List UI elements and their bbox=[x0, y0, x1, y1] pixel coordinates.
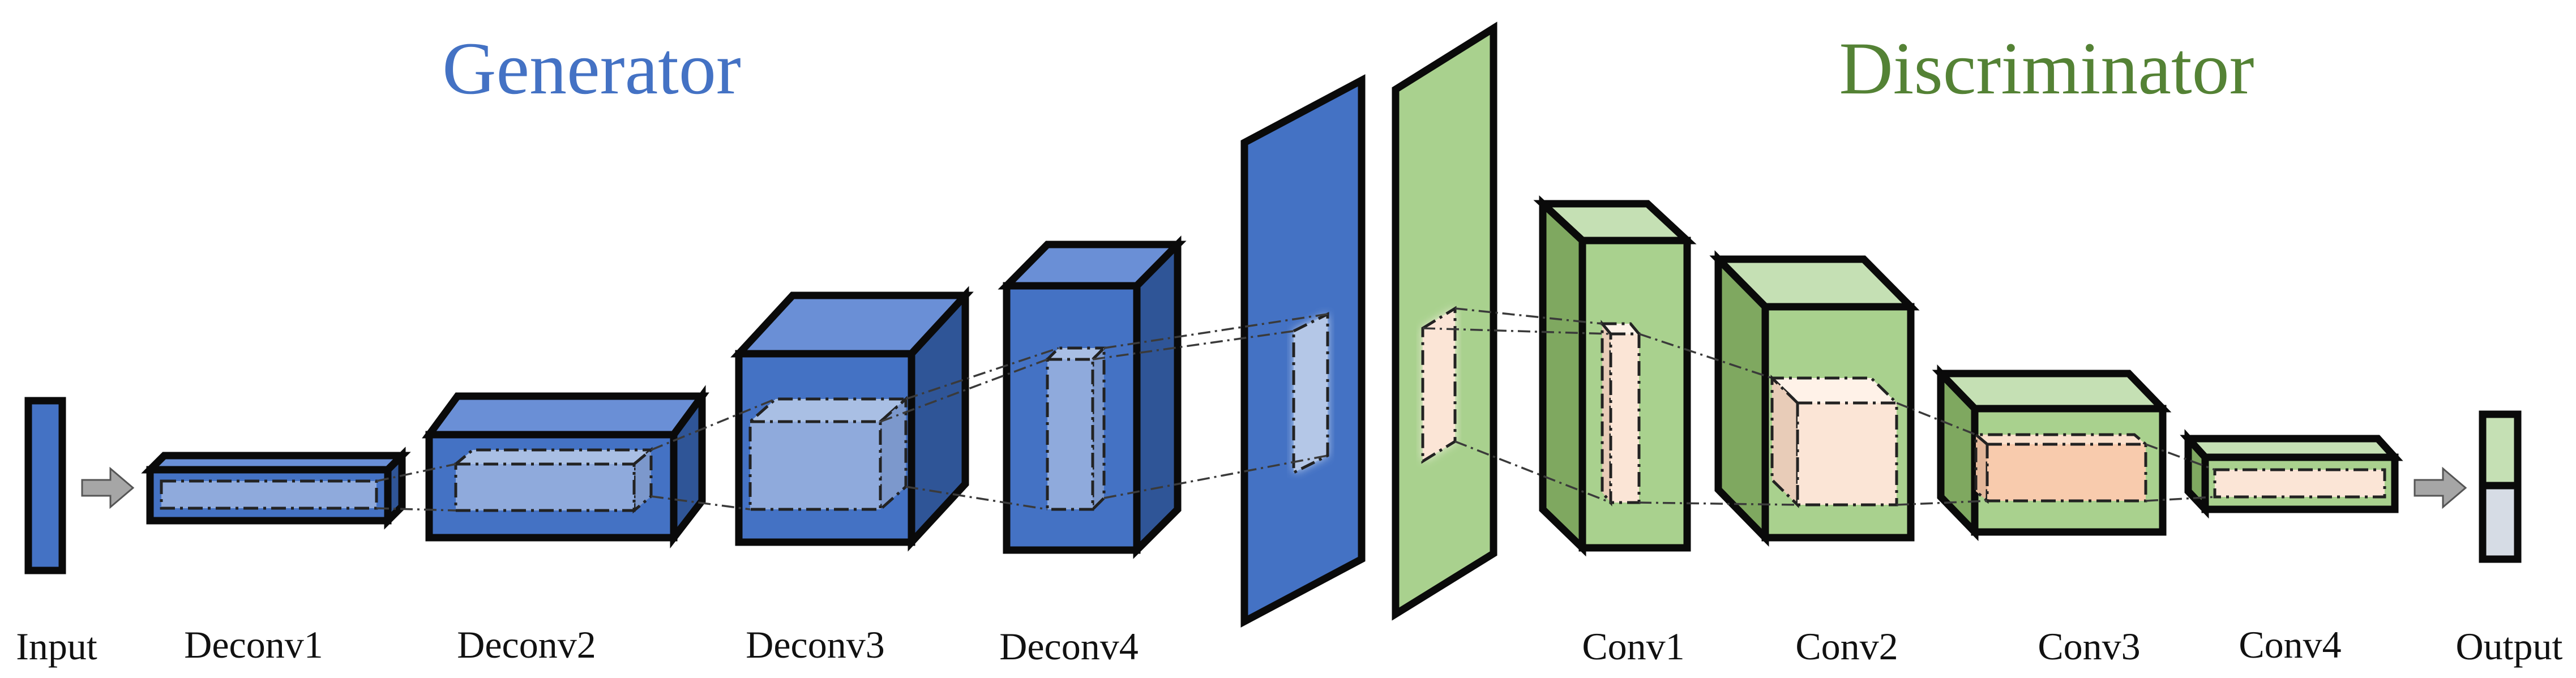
deconv3-block bbox=[730, 286, 974, 552]
label-input: Input bbox=[16, 625, 97, 668]
arrow-icon bbox=[81, 466, 135, 509]
discriminator-title: Discriminator bbox=[1839, 27, 2254, 110]
label-output: Output bbox=[2456, 625, 2563, 668]
output-box bbox=[2479, 410, 2522, 563]
deconv4-block bbox=[998, 235, 1187, 559]
label-deconv3: Deconv3 bbox=[746, 623, 884, 666]
deconv1-block bbox=[141, 447, 411, 530]
arrow-icon bbox=[2414, 466, 2467, 509]
connection-lines bbox=[376, 307, 2215, 512]
deconv2-block bbox=[422, 385, 709, 549]
conv3-block bbox=[1932, 364, 2172, 542]
label-conv2: Conv2 bbox=[1795, 625, 1898, 668]
label-conv3: Conv3 bbox=[2038, 625, 2140, 668]
label-conv1: Conv1 bbox=[1582, 625, 1684, 668]
generator-output-plane bbox=[1240, 74, 1366, 628]
label-deconv1: Deconv1 bbox=[184, 623, 323, 666]
label-deconv4: Deconv4 bbox=[999, 625, 1138, 668]
conv2-block bbox=[1709, 250, 1920, 547]
input-vector bbox=[24, 397, 66, 574]
label-conv4: Conv4 bbox=[2239, 623, 2341, 666]
conv1-block bbox=[1533, 195, 1697, 557]
label-deconv2: Deconv2 bbox=[457, 623, 596, 666]
conv4-block bbox=[2180, 429, 2403, 519]
generator-title: Generator bbox=[442, 27, 741, 110]
discriminator-input-plane bbox=[1392, 22, 1497, 621]
